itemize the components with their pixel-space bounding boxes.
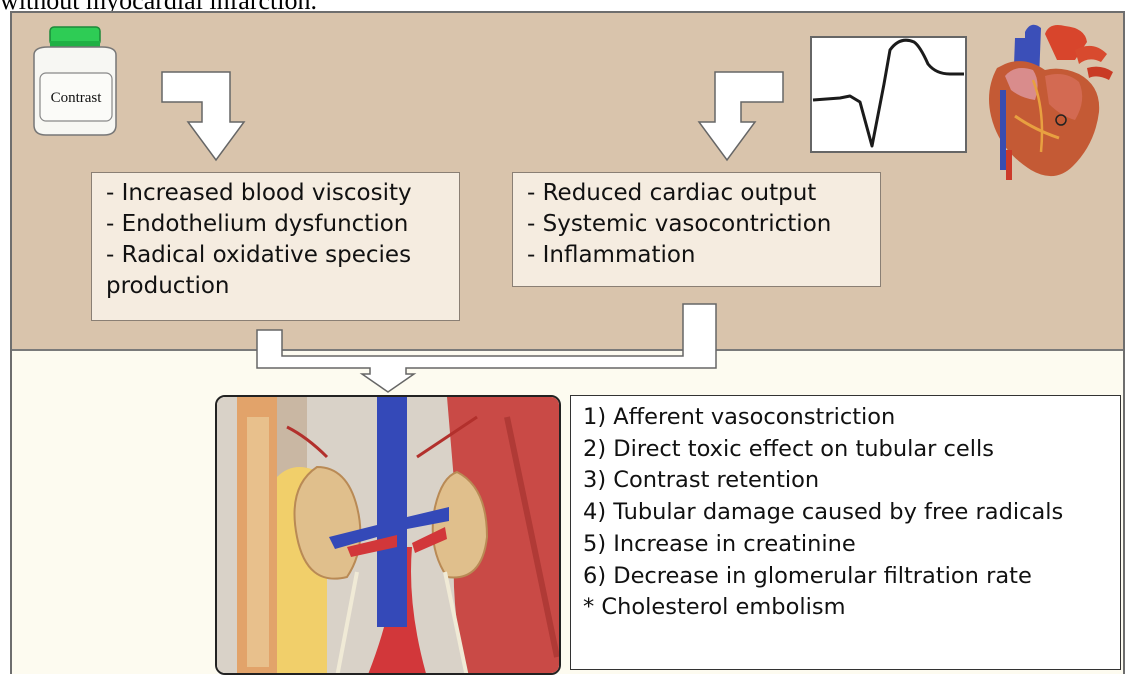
left-box-line-3: - Radical oxidative species	[106, 240, 459, 271]
effect-item-7: * Cholesterol embolism	[583, 592, 1120, 624]
contrast-bottle-icon: Contrast	[20, 25, 130, 137]
heart-illustration	[975, 20, 1125, 190]
effect-item-4: 4) Tubular damage caused by free radical…	[583, 497, 1120, 529]
right-box-line-3: - Inflammation	[527, 240, 880, 271]
right-box-line-1: - Reduced cardiac output	[527, 178, 880, 209]
right-box-line-2: - Systemic vasocontriction	[527, 209, 880, 240]
contrast-bottle-label: Contrast	[51, 90, 103, 106]
effect-item-2: 2) Direct toxic effect on tubular cells	[583, 434, 1120, 466]
right-down-arrow	[695, 70, 785, 165]
renal-effects-box: 1) Afferent vasoconstriction 2) Direct t…	[570, 395, 1121, 670]
effect-item-6: 6) Decrease in glomerular filtration rat…	[583, 561, 1120, 593]
kidney-illustration-frame	[215, 395, 561, 675]
right-mechanisms-box: - Reduced cardiac output - Systemic vaso…	[512, 172, 881, 287]
merge-arrow	[250, 298, 725, 394]
left-box-line-2: - Endothelium dysfunction	[106, 209, 459, 240]
ecg-trace-icon	[810, 36, 968, 154]
left-box-line-1: - Increased blood viscosity	[106, 178, 459, 209]
effect-item-5: 5) Increase in creatinine	[583, 529, 1120, 561]
kidney-illustration	[217, 397, 561, 675]
left-down-arrow	[160, 70, 250, 165]
effect-item-3: 3) Contrast retention	[583, 465, 1120, 497]
effect-item-1: 1) Afferent vasoconstriction	[583, 402, 1120, 434]
